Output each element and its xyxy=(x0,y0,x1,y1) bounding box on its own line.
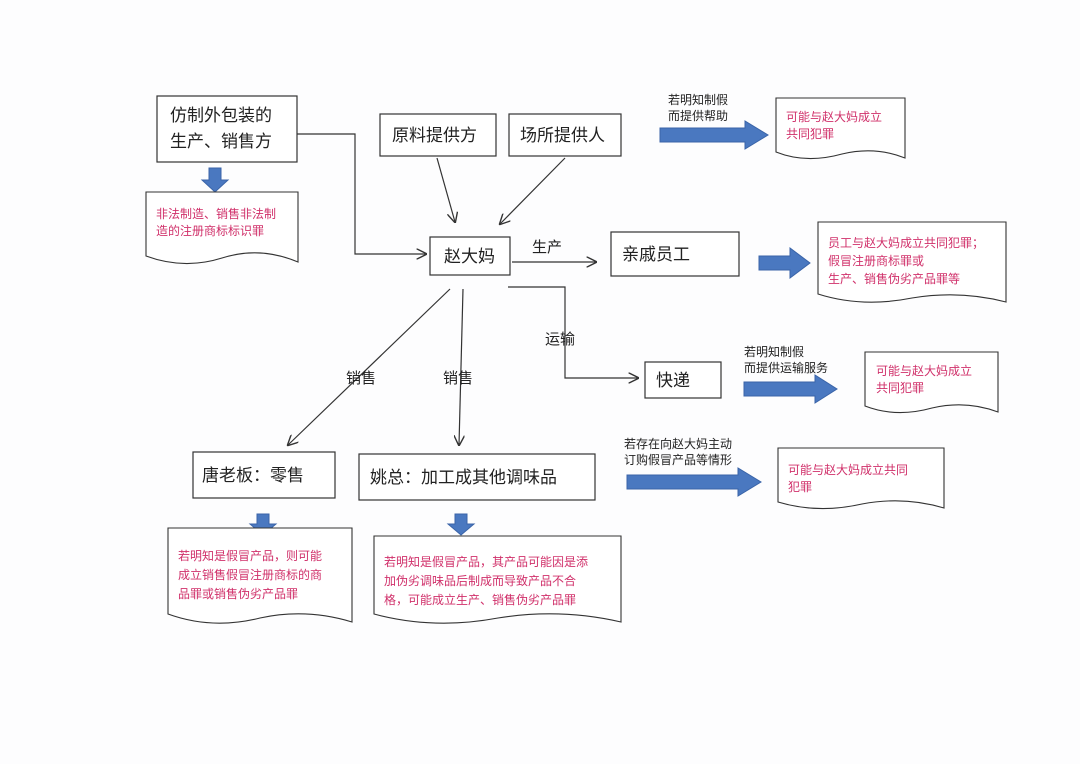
node-venue-provider: 场所提供人 xyxy=(508,113,622,157)
text-line: 仿制外包装的 xyxy=(170,106,272,126)
edge-raw-to-zhao xyxy=(436,157,455,222)
text-line: 生产、销售伪劣产品罪等 xyxy=(828,271,960,286)
text-line: 非法制造、销售非法制 xyxy=(156,206,276,221)
note-tang-text: 若明知是假冒产品，则可能成立销售假冒注册商标的商品罪或销售伪劣产品罪 xyxy=(178,549,322,601)
node-relatives: 亲戚员工 xyxy=(610,231,740,277)
text-line: 共同犯罪 xyxy=(876,381,924,395)
edge-zhao-to-tang xyxy=(288,288,451,445)
node-express: 快递 xyxy=(644,361,722,399)
node-zhao: 赵大妈 xyxy=(429,236,511,276)
blue-right-arrow-yao xyxy=(626,467,762,497)
edge-packaging-to-zhao xyxy=(297,133,426,254)
blue-down-arrow-yao xyxy=(446,513,476,536)
blue-right-arrow-top xyxy=(659,120,769,150)
note-yao-below: 若明知是假冒产品，其产品可能因是添加伪劣调味品后制成而导致产品不合格，可能成立生… xyxy=(373,535,622,624)
node-fake-packaging: 仿制外包装的生产、销售方 xyxy=(156,95,298,163)
text-line: 若明知制假 xyxy=(668,93,728,107)
blue-right-arrow-express xyxy=(743,374,838,404)
blue-down-arrow-packaging xyxy=(200,167,230,193)
text-line: 生产、销售方 xyxy=(170,132,272,152)
text-line: 而提供运输服务 xyxy=(744,360,828,375)
text-line: 若明知是假冒产品，其产品可能因是添 xyxy=(384,555,588,569)
node-relatives-label: 亲戚员工 xyxy=(622,245,690,265)
connectors xyxy=(288,133,638,445)
text-line: 格，可能成立生产、销售伪劣产品罪 xyxy=(384,592,576,607)
text-line: 若明知制假 xyxy=(744,345,804,359)
blue-arrows xyxy=(200,120,838,536)
note-top-right: 可能与赵大妈成立共同犯罪 xyxy=(775,97,906,160)
note-top-right-text: 可能与赵大妈成立共同犯罪 xyxy=(786,109,882,141)
text-line: 可能与赵大妈成立 xyxy=(786,109,882,124)
condition-yao: 若存在向赵大妈主动订购假冒产品等情形 xyxy=(624,436,732,467)
edge-zhao-to-yao xyxy=(459,288,463,445)
edge-venue-to-zhao xyxy=(500,157,566,224)
node-tang: 唐老板：零售 xyxy=(192,451,336,499)
note-yao-right-text: 可能与赵大妈成立共同犯罪 xyxy=(788,462,908,494)
text-line: 而提供帮助 xyxy=(668,108,728,123)
text-line: 共同犯罪 xyxy=(786,127,834,141)
node-tang-label: 唐老板：零售 xyxy=(202,465,304,486)
node-yao-label: 姚总：加工成其他调味品 xyxy=(370,468,557,488)
note-express-text: 可能与赵大妈成立共同犯罪 xyxy=(876,363,972,395)
node-fake-packaging-label: 仿制外包装的生产、销售方 xyxy=(170,106,272,152)
text-line: 假冒注册商标罪或 xyxy=(828,253,924,268)
text-line: 订购假冒产品等情形 xyxy=(624,452,732,467)
text-line: 犯罪 xyxy=(788,480,812,494)
text-line: 若明知是假冒产品，则可能 xyxy=(178,549,322,563)
node-raw-supplier-label: 原料提供方 xyxy=(392,126,477,146)
note-relatives: 员工与赵大妈成立共同犯罪； 假冒注册商标罪或生产、销售伪劣产品罪等 xyxy=(817,221,1007,303)
condition-top-right: 若明知制假而提供帮助 xyxy=(668,93,728,123)
text-line: 造的注册商标标识罪 xyxy=(156,223,264,238)
text-line: 品罪或销售伪劣产品罪 xyxy=(178,586,298,601)
node-zhao-label: 赵大妈 xyxy=(444,247,495,267)
note-fake-packaging: 非法制造、销售非法制造的注册商标标识罪 xyxy=(145,191,299,265)
condition-express: 若明知制假而提供运输服务 xyxy=(744,345,828,375)
node-raw-supplier: 原料提供方 xyxy=(379,113,497,157)
edge-label-sell-left: 销售 xyxy=(346,369,376,387)
edge-label-produce: 生产 xyxy=(532,238,562,256)
blue-right-arrow-relatives xyxy=(758,247,811,279)
text-line: 成立销售假冒注册商标的商 xyxy=(178,567,322,582)
edge-label-transport: 运输 xyxy=(545,330,575,348)
text-line: 员工与赵大妈成立共同犯罪； xyxy=(828,235,984,250)
node-express-label: 快递 xyxy=(656,371,690,391)
note-express: 可能与赵大妈成立共同犯罪 xyxy=(864,351,999,414)
note-yao-below-text: 若明知是假冒产品，其产品可能因是添加伪劣调味品后制成而导致产品不合格，可能成立生… xyxy=(384,555,588,607)
note-relatives-text: 员工与赵大妈成立共同犯罪； 假冒注册商标罪或生产、销售伪劣产品罪等 xyxy=(828,235,984,286)
text-line: 加伪劣调味品后制成而导致产品不合 xyxy=(384,573,576,588)
text-line: 若存在向赵大妈主动 xyxy=(624,436,732,451)
node-venue-provider-label: 场所提供人 xyxy=(520,126,605,146)
note-tang: 若明知是假冒产品，则可能成立销售假冒注册商标的商品罪或销售伪劣产品罪 xyxy=(167,527,353,624)
edge-label-sell-right: 销售 xyxy=(443,369,473,387)
note-yao-right: 可能与赵大妈成立共同犯罪 xyxy=(777,447,945,510)
text-line: 可能与赵大妈成立共同 xyxy=(788,462,908,477)
node-yao: 姚总：加工成其他调味品 xyxy=(358,453,596,501)
note-fake-packaging-text: 非法制造、销售非法制造的注册商标标识罪 xyxy=(156,206,276,238)
edge-zhao-to-express xyxy=(508,286,638,378)
text-line: 可能与赵大妈成立 xyxy=(876,363,972,378)
